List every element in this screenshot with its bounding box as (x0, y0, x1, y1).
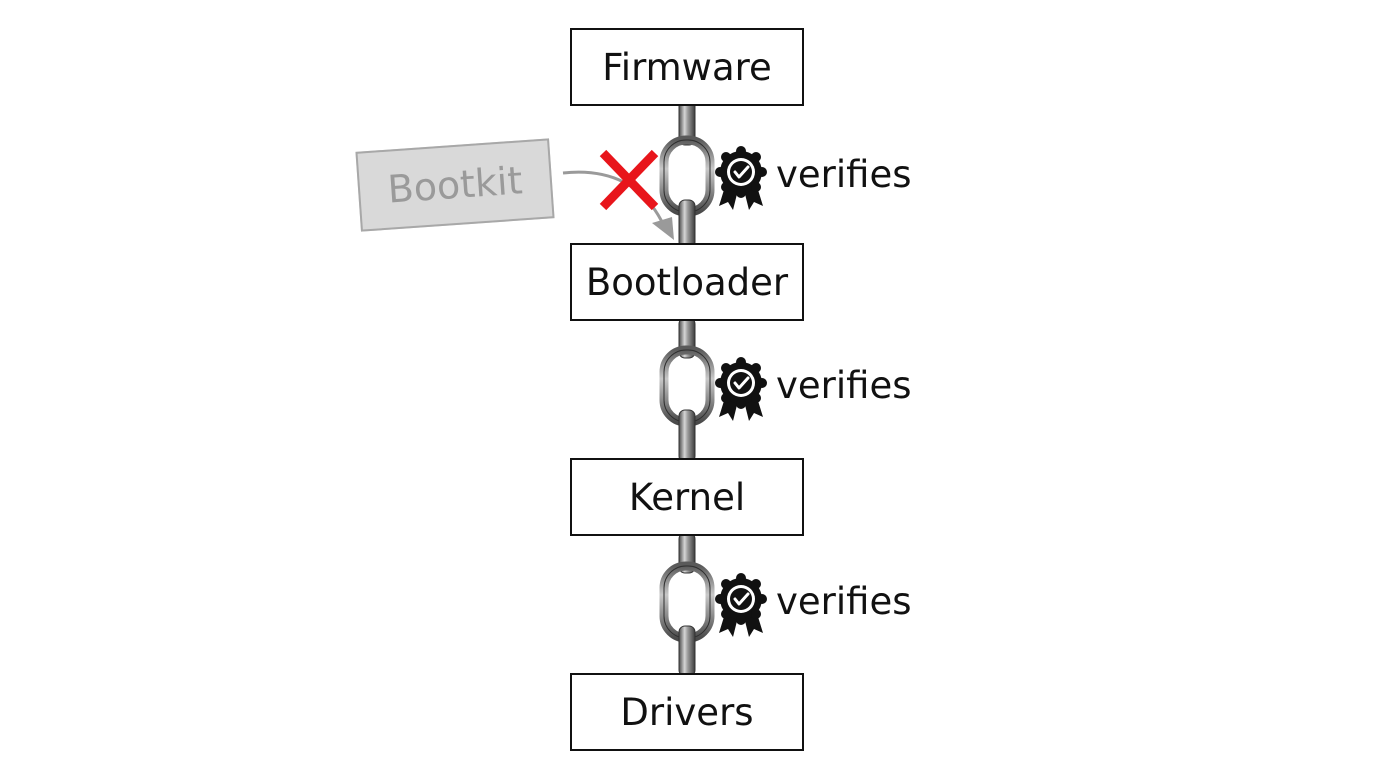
red-x-icon (599, 149, 659, 211)
certificate-badge-icon (713, 571, 769, 639)
node-bootloader: Bootloader (570, 243, 804, 321)
certificate-badge-icon (713, 355, 769, 423)
node-label: Bootloader (585, 260, 789, 304)
node-kernel: Kernel (570, 458, 804, 536)
edge-label-verifies: verifies (776, 364, 912, 407)
node-drivers: Drivers (570, 673, 804, 751)
chain-segment-3 (659, 532, 715, 677)
edge-label-verifies: verifies (776, 153, 912, 196)
chain-segment-1 (659, 99, 715, 249)
certificate-badge-icon (713, 144, 769, 212)
node-label: Firmware (602, 45, 772, 89)
node-firmware: Firmware (570, 28, 804, 106)
node-label: Drivers (620, 690, 754, 734)
node-label: Kernel (628, 475, 746, 519)
edge-label-verifies: verifies (776, 580, 912, 623)
